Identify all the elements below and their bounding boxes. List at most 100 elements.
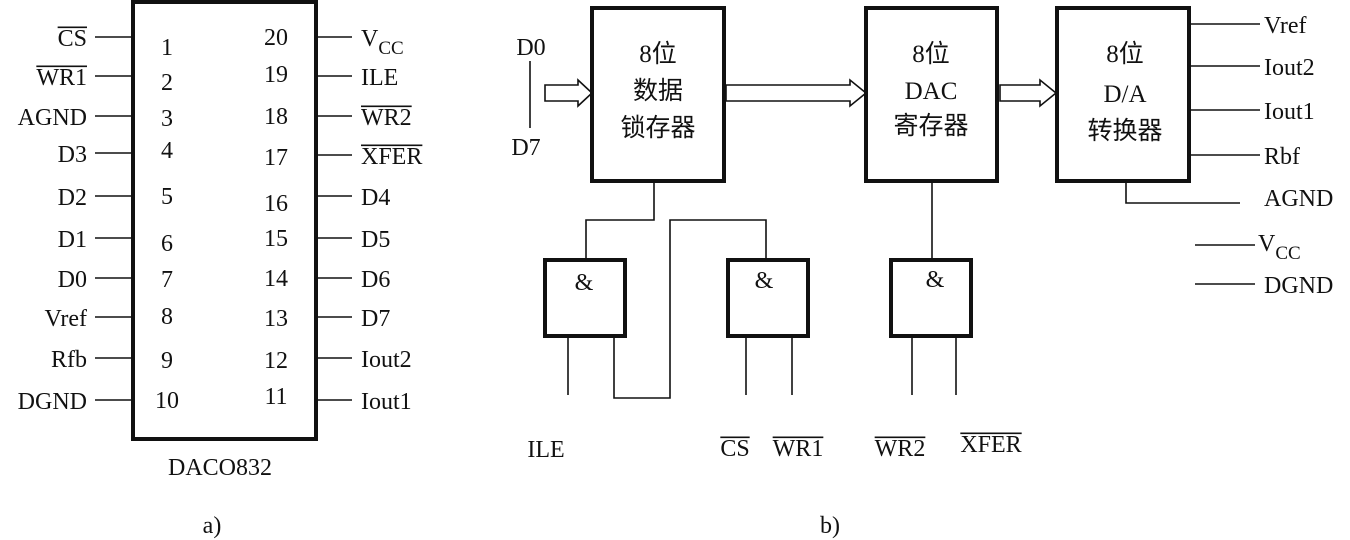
chip-name: DACO832	[168, 455, 272, 481]
pin-label: Iout1	[361, 389, 412, 415]
control-label-ile: ILE	[527, 437, 564, 463]
pin-left-6: D1 6	[58, 227, 173, 257]
pin-number: 17	[264, 145, 288, 171]
control-input-labels: ILE CS WR1 WR2 XFER	[527, 432, 1022, 463]
output-iout2: Iout2	[1189, 55, 1315, 81]
pin-number: 8	[161, 304, 173, 330]
control-label-wr2: WR2	[875, 436, 926, 462]
dgnd-label: DGND	[1264, 273, 1333, 299]
pin-label: D2	[58, 185, 87, 211]
converter-block: 8位 D/A 转换器	[1055, 6, 1191, 183]
pin-left-4: D3 4	[58, 138, 173, 168]
pin-left-1: CS 1	[57, 26, 173, 61]
pin-right-18: WR2 18	[264, 104, 412, 131]
gate1-to-latch-wire	[585, 181, 655, 260]
control-label-cs: CS	[720, 436, 749, 462]
pin-number: 5	[161, 184, 173, 210]
pin-label: D0	[58, 267, 87, 293]
figure-b-block-diagram: D0 D7 8位 数据 锁存器 8位 DAC 寄存器 8位 D/A 转换器 Vr…	[511, 6, 1333, 539]
output-agnd: AGND	[1264, 186, 1333, 212]
dac-register-line-1: 8位	[912, 40, 950, 68]
output-label: AGND	[1264, 186, 1333, 212]
pin-label: D1	[58, 227, 87, 253]
agnd-wire	[1125, 181, 1240, 204]
control-label-wr1: WR1	[773, 436, 824, 462]
pin-label: D6	[361, 267, 390, 293]
pin-label: DGND	[18, 389, 87, 415]
pin-label: Rfb	[51, 347, 87, 373]
latch-line-2: 数据	[633, 77, 683, 105]
converter-line-1: 8位	[1106, 40, 1144, 68]
pin-number: 7	[161, 267, 173, 293]
dac-register-block: 8位 DAC 寄存器	[864, 6, 999, 183]
and-symbol: &	[926, 267, 945, 293]
data-in-top-label: D0	[516, 35, 545, 61]
dac-register-line-2: DAC	[905, 78, 958, 105]
bus-arrow-input	[544, 78, 594, 108]
pin-left-10: DGND 10	[18, 388, 179, 415]
vcc-label: VCC	[1258, 231, 1301, 264]
pin-number: 3	[161, 106, 173, 132]
pin-right-14: D6 14	[264, 266, 390, 293]
pin-right-16: D4 16	[264, 185, 390, 217]
output-label: Rbf	[1264, 144, 1300, 170]
pin-left-9: Rfb 9	[51, 347, 173, 374]
converter-line-3: 转换器	[1087, 117, 1162, 145]
pin-label: ILE	[361, 65, 398, 91]
output-iout1: Iout1	[1189, 99, 1315, 125]
latch-line-1: 8位	[639, 40, 677, 68]
pin-left-5: D2 5	[58, 184, 173, 211]
output-label: Iout2	[1264, 55, 1315, 81]
pin-label: Vref	[44, 306, 87, 332]
and-gate-1: &	[543, 258, 627, 338]
output-label: Iout1	[1264, 99, 1315, 125]
pin-label: XFER	[361, 144, 422, 170]
pin-number: 11	[264, 384, 287, 410]
data-in-bottom-label: D7	[511, 135, 540, 161]
pin-number: 18	[264, 104, 288, 130]
pin-number: 13	[264, 306, 288, 332]
and-gate-3: &	[889, 258, 973, 338]
pin-number: 9	[161, 348, 173, 374]
pin-number: 12	[264, 348, 288, 374]
pin-label: VCC	[361, 26, 404, 59]
gate2-to-gate1-wire	[613, 219, 767, 399]
pin-right-19: ILE 19	[264, 62, 398, 91]
pin-label: WR2	[361, 105, 412, 131]
pin-number: 1	[161, 35, 173, 61]
pin-left-8: Vref 8	[44, 304, 173, 332]
pin-label: D4	[361, 185, 390, 211]
control-label-xfer: XFER	[960, 432, 1021, 458]
pin-right-12: Iout2 12	[264, 347, 412, 374]
caption-a: a)	[203, 513, 222, 539]
pin-number: 6	[161, 231, 173, 257]
pin-number: 15	[264, 226, 288, 252]
pin-label: CS	[58, 26, 87, 52]
pin-number: 10	[155, 388, 179, 414]
and-symbol: &	[755, 268, 774, 294]
pin-number: 4	[161, 138, 173, 164]
pin-number: 16	[264, 191, 288, 217]
output-label: Vref	[1264, 13, 1307, 39]
pin-label: Iout2	[361, 347, 412, 373]
pin-number: 19	[264, 62, 288, 88]
pin-right-11: Iout1 11	[264, 384, 411, 415]
pin-left-7: D0 7	[58, 267, 173, 293]
pin-label: D3	[58, 142, 87, 168]
pin-label: WR1	[36, 65, 87, 91]
dac-register-line-3: 寄存器	[893, 112, 968, 140]
converter-line-2: D/A	[1103, 81, 1146, 108]
caption-b: b)	[820, 513, 840, 539]
pin-number: 14	[264, 266, 288, 292]
bus-arrow-latch-to-dac	[725, 78, 868, 108]
output-rbf: Rbf	[1189, 144, 1300, 170]
and-symbol: &	[575, 270, 594, 296]
